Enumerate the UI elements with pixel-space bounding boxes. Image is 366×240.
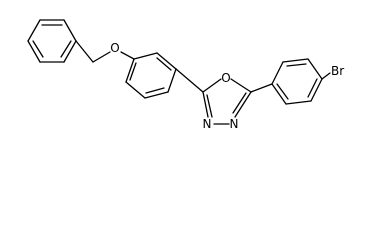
- bond-inner: [206, 94, 213, 118]
- bromophenyl-ring: [271, 58, 323, 105]
- bond: [202, 91, 209, 118]
- bond: [75, 40, 94, 63]
- bond-inner: [129, 62, 137, 81]
- bond-inner: [232, 92, 247, 114]
- bond: [282, 58, 309, 63]
- bond: [92, 51, 111, 63]
- bond: [321, 72, 331, 80]
- structure-diagram: O O N N Br: [27, 19, 344, 131]
- bond-inner: [32, 40, 44, 58]
- bond: [175, 68, 204, 93]
- atom-label-ether-oxygen: O: [110, 41, 119, 55]
- bond: [310, 78, 323, 102]
- benzyl-ring: [27, 19, 77, 63]
- atom-label-ring-oxygen: O: [221, 71, 230, 85]
- bond: [285, 100, 312, 105]
- atom-label-nitrogen: N: [203, 117, 212, 131]
- atom-label-bromine: Br: [331, 64, 344, 78]
- bond: [125, 81, 146, 99]
- bond: [156, 52, 177, 70]
- bond: [271, 83, 287, 105]
- bond: [120, 51, 135, 60]
- molecule-canvas: O O N N Br: [27, 19, 344, 131]
- atom-label-nitrogen: N: [230, 117, 239, 131]
- bond: [271, 61, 284, 85]
- bond: [230, 78, 252, 93]
- bond-inner: [156, 57, 172, 71]
- bond: [63, 19, 77, 42]
- bond-inner: [276, 83, 289, 100]
- oxadiazole-ring: [202, 78, 252, 125]
- bond: [133, 52, 158, 60]
- bond: [307, 58, 323, 80]
- bond: [63, 40, 77, 63]
- bond: [202, 78, 222, 93]
- bond: [125, 58, 135, 83]
- bond-inner: [286, 63, 307, 67]
- bond: [250, 83, 273, 93]
- bond-inner: [145, 87, 165, 94]
- bond-inner: [60, 40, 72, 58]
- bond: [144, 91, 169, 99]
- bond-inner: [307, 78, 318, 98]
- bond: [234, 91, 252, 118]
- bond: [27, 19, 41, 42]
- phenylene-ring: [125, 52, 177, 99]
- bond: [167, 68, 177, 93]
- bond: [27, 40, 41, 63]
